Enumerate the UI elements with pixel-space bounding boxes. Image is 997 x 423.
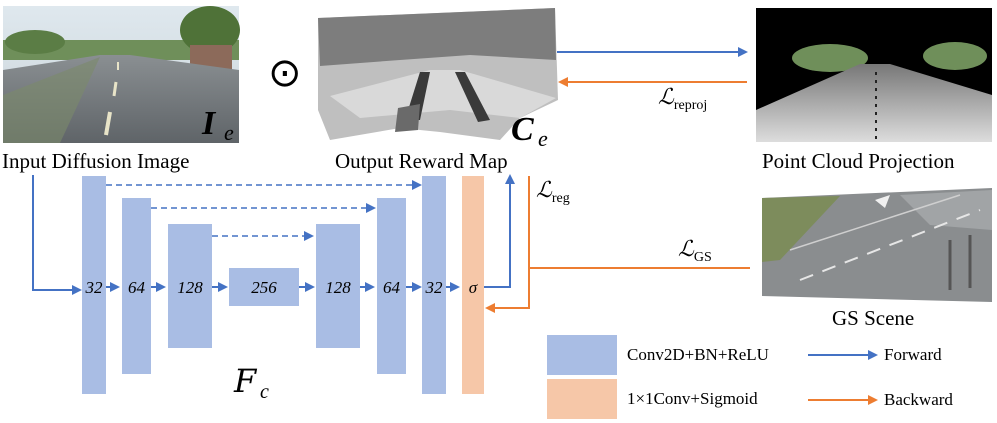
output-map-caption: Output Reward Map bbox=[335, 149, 508, 173]
input-diffusion-image bbox=[3, 6, 240, 143]
sigmoid-block-label: σ bbox=[469, 278, 478, 297]
conv-block-4 bbox=[316, 224, 360, 348]
hadamard-product-icon: ⊙ bbox=[268, 50, 302, 96]
backward-path-arrows bbox=[485, 77, 750, 313]
point-cloud-caption: Point Cloud Projection bbox=[762, 149, 955, 173]
legend-conv-label: Conv2D+BN+ReLU bbox=[627, 345, 769, 364]
conv-block-6 bbox=[422, 176, 446, 394]
conv-block-1 bbox=[122, 198, 151, 374]
conv-block-label: 256 bbox=[251, 278, 277, 297]
conv-block-label: 32 bbox=[85, 278, 104, 297]
conv-block-label: 128 bbox=[325, 278, 351, 297]
conv-block-label: 64 bbox=[383, 278, 401, 297]
sigmoid-block bbox=[462, 176, 484, 394]
legend-sigmoid-label: 1×1Conv+Sigmoid bbox=[627, 389, 758, 408]
forward-path-arrows bbox=[32, 47, 748, 295]
svg-text:F: F bbox=[233, 362, 258, 400]
conv-block-3 bbox=[229, 268, 299, 306]
input-image-caption: Input Diffusion Image bbox=[2, 149, 190, 173]
conv-block-label: 128 bbox=[177, 278, 203, 297]
gs-scene-image bbox=[762, 188, 992, 302]
svg-text:e: e bbox=[224, 120, 234, 145]
legend-backward-label: Backward bbox=[884, 390, 953, 409]
loss-gs: ℒGS bbox=[678, 236, 712, 265]
conv-block-0 bbox=[82, 176, 106, 394]
conv-block-2 bbox=[168, 224, 212, 348]
legend bbox=[547, 335, 878, 419]
svg-text:e: e bbox=[538, 126, 548, 151]
svg-text:C: C bbox=[511, 111, 534, 148]
svg-text:c: c bbox=[260, 381, 269, 403]
skip-connections bbox=[106, 180, 422, 241]
loss-reg: ℒreg bbox=[536, 177, 570, 206]
loss-reproj: ℒreproj bbox=[658, 84, 708, 113]
gs-scene-caption: GS Scene bbox=[832, 306, 915, 330]
conv-block-label: 32 bbox=[425, 278, 444, 297]
svg-text:I: I bbox=[201, 105, 217, 142]
output-map-symbol: C e bbox=[511, 111, 548, 151]
conv-block-label: 64 bbox=[128, 278, 146, 297]
point-cloud-projection-image bbox=[756, 8, 992, 142]
legend-conv-swatch bbox=[547, 335, 617, 375]
output-reward-map bbox=[318, 8, 558, 140]
conv-block-5 bbox=[377, 198, 406, 374]
network-symbol: F c bbox=[233, 362, 269, 403]
input-image-symbol: I e bbox=[201, 105, 234, 145]
legend-forward-label: Forward bbox=[884, 345, 942, 364]
legend-sigmoid-swatch bbox=[547, 379, 617, 419]
